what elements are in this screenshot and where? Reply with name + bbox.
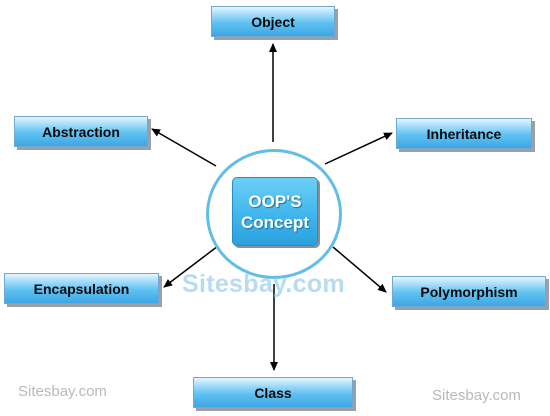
- node-inheritance: Inheritance: [396, 118, 532, 149]
- node-class: Class: [193, 377, 353, 408]
- watermark-center: Sitesbay.com: [182, 270, 345, 298]
- center-title-line2: Concept: [241, 212, 309, 232]
- node-polymorphism: Polymorphism: [392, 276, 546, 307]
- arrow-to-encapsulation: [163, 245, 219, 288]
- arrow-to-polymorphism: [332, 246, 387, 293]
- arrow-to-abstraction: [151, 128, 217, 167]
- center-circle: [206, 149, 342, 279]
- arrow-to-inheritance: [324, 132, 393, 165]
- center-title-line1: OOP'S: [248, 191, 302, 211]
- watermark-bottom-left: Sitesbay.com: [18, 383, 107, 400]
- watermark-bottom-right: Sitesbay.com: [432, 387, 521, 404]
- node-encapsulation: Encapsulation: [4, 273, 159, 304]
- node-abstraction: Abstraction: [14, 116, 148, 147]
- node-object: Object: [211, 6, 335, 37]
- center-concept-box: OOP'S Concept: [232, 177, 318, 246]
